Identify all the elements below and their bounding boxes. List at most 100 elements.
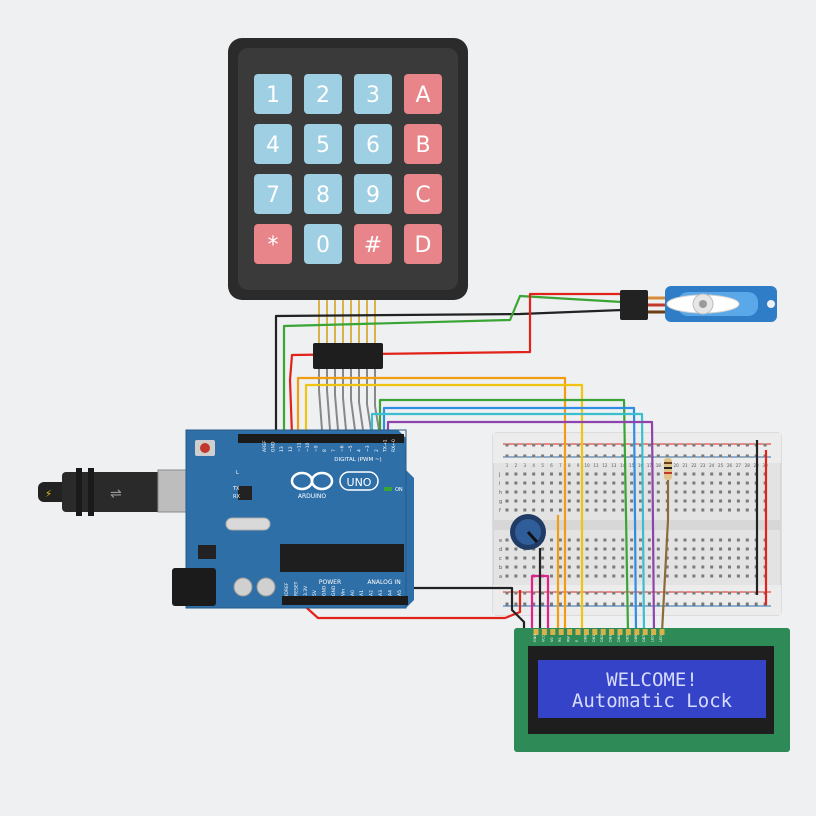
arduino-top-pin: ~3 [365, 445, 371, 452]
arduino-bottom-pin: A4 [387, 590, 393, 596]
orange-wire [296, 376, 567, 632]
keypad-key-label: * [268, 233, 279, 258]
arduino-top-pin: ~6 [339, 445, 345, 452]
breadboard-row-letter: g [499, 499, 502, 505]
svg-text:⚡: ⚡ [45, 489, 52, 500]
keypad-key-2[interactable]: 3 [354, 74, 392, 114]
keypad-key-0[interactable]: 1 [254, 74, 292, 114]
keypad-key-13[interactable]: 0 [304, 224, 342, 264]
keypad-key-label: 9 [366, 183, 380, 208]
arduino-logo [290, 471, 379, 491]
keypad-key-14[interactable]: # [354, 224, 392, 264]
keypad-key-label: 5 [316, 133, 330, 158]
breadboard-column-number: 7 [559, 463, 562, 468]
keypad-key-11[interactable]: C [404, 174, 442, 214]
lcd-pin-label: DB2 [600, 635, 604, 642]
arduino-top-pin: ~9 [314, 445, 320, 452]
keypad-key-3[interactable]: A [404, 74, 442, 114]
lcd-pin-label: V0 [550, 637, 554, 642]
arduino-top-pin: 12 [288, 446, 294, 452]
lcd-pin-label: DB0 [583, 635, 587, 642]
lcd-pin-14: LED [651, 629, 657, 642]
breadboard-column-number: 8 [568, 463, 571, 468]
arduino-bottom-pin: GND [322, 585, 328, 596]
arduino-top-pin: GND [271, 441, 277, 452]
breadboard-column-number: 23 [700, 463, 706, 468]
breadboard-column-number: 21 [682, 463, 688, 468]
arduino-bottom-pin: 5V [312, 589, 318, 596]
breadboard-column-number: 11 [593, 463, 599, 468]
keypad-key-5[interactable]: 5 [304, 124, 342, 164]
rx-label: RX [233, 494, 240, 500]
breadboard-row-letter: j [498, 472, 500, 478]
lcd-pin-13: DB7 [642, 629, 648, 642]
lcd-pin-4: RW [567, 629, 573, 642]
lcd-pin-label: VCC [541, 634, 545, 642]
arduino-top-pin: ~11 [296, 442, 302, 452]
keypad-key-12[interactable]: * [254, 224, 292, 264]
breadboard-column-number: 14 [620, 463, 626, 468]
breadboard-column-number: 16 [638, 463, 644, 468]
breadboard-column-number: 27 [736, 463, 742, 468]
keypad-key-15[interactable]: D [404, 224, 442, 264]
arduino-top-pin: 4 [357, 449, 363, 452]
breadboard-row-letter: b [499, 565, 502, 571]
keypad-ribbon [318, 300, 376, 345]
lcd-pin-8: DB2 [600, 629, 606, 642]
lcd-pin-7: DB1 [592, 629, 598, 642]
servo-green-wire [282, 294, 623, 438]
keypad-key-7[interactable]: B [404, 124, 442, 164]
power-label: POWER [319, 579, 341, 586]
breadboard-column-number: 17 [647, 463, 653, 468]
tx-label: TX [232, 486, 240, 492]
lcd-pin-12: DB6 [634, 629, 640, 642]
arduino-uno: UNO ARDUINO ON DIGITAL (PWM ~) POWER ANA… [172, 429, 414, 609]
lcd-pin-label: DB6 [634, 635, 638, 642]
lcd-pin-6: DB0 [583, 629, 589, 642]
arduino-bottom-pin: Vin [340, 589, 346, 596]
arduino-bottom-pin: A5 [397, 590, 403, 596]
breadboard-column-number: 12 [602, 463, 608, 468]
arduino-bottom-pin: RESET [293, 581, 299, 596]
keypad-key-1[interactable]: 2 [304, 74, 342, 114]
l-label: L [236, 470, 239, 476]
arduino-top-pin: 8 [322, 449, 328, 452]
lcd-pin-label: GND [533, 634, 537, 642]
keypad-header [313, 343, 383, 369]
breadboard-column-number: 28 [745, 463, 751, 468]
breadboard-row-letter: i [499, 481, 500, 487]
usb-icon: ⇌ [110, 486, 122, 502]
lcd-line-1: WELCOME! [606, 669, 698, 691]
breadboard-column-number: 13 [611, 463, 617, 468]
keypad-key-4[interactable]: 4 [254, 124, 292, 164]
keypad-key-8[interactable]: 7 [254, 174, 292, 214]
arduino-top-pin: AREF [262, 440, 268, 452]
lcd-pin-10: DB4 [617, 629, 623, 642]
lcd-pin-label: DB5 [625, 635, 629, 642]
lcd-pin-5: E [575, 629, 581, 642]
lcd-pin-label: DB3 [609, 635, 613, 642]
arduino-bottom-pin: A1 [359, 590, 365, 596]
analog-label: ANALOG IN [367, 579, 400, 586]
breadboard-column-number: 15 [629, 463, 635, 468]
arduino-top-pin: ~5 [348, 445, 354, 452]
keypad-key-6[interactable]: 6 [354, 124, 392, 164]
servo-black-wire [274, 308, 623, 438]
breadboard-column-number: 25 [718, 463, 724, 468]
lcd-pin-1: VCC [541, 629, 547, 642]
lcd-pin-9: DB3 [609, 629, 615, 642]
keypad-key-10[interactable]: 9 [354, 174, 392, 214]
breadboard-row-letter: a [499, 574, 502, 580]
arduino-bottom-pin: A3 [378, 590, 384, 596]
keypad-key-9[interactable]: 8 [304, 174, 342, 214]
breadboard-column-number: 2 [515, 463, 518, 468]
resistor [664, 458, 672, 480]
yellow-wire [304, 383, 584, 632]
breadboard-row-letter: f [499, 508, 501, 514]
keypad-key-label: 4 [266, 133, 280, 158]
